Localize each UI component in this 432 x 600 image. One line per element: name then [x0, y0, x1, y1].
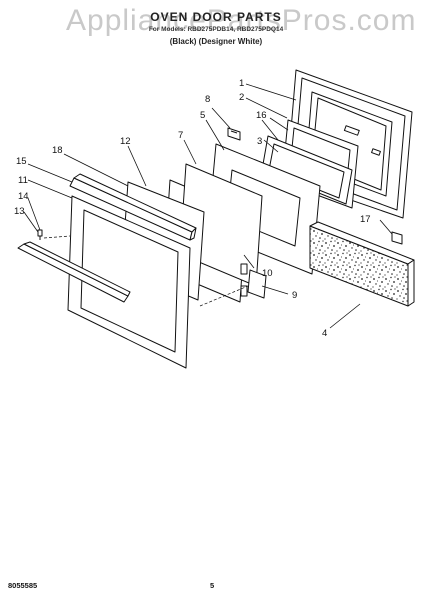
callout-14: 14 — [18, 191, 29, 202]
door-clip — [391, 231, 403, 245]
screw — [37, 229, 43, 240]
model-numbers: For Models: RBD275PDB14, RBD275PDQ14 — [148, 26, 284, 33]
callout-11: 11 — [18, 175, 28, 186]
page-title: OVEN DOOR PARTS — [150, 10, 282, 24]
hinge-bracket — [240, 263, 267, 299]
callout-2: 2 — [239, 92, 244, 103]
callout-13: 13 — [14, 206, 25, 217]
callout-1: 1 — [239, 78, 244, 89]
callout-16: 16 — [256, 110, 267, 121]
watermark: AppliancePartsPros.com — [66, 4, 417, 37]
callout-10: 10 — [262, 268, 273, 279]
callout-12: 12 — [120, 136, 131, 147]
lower-trim-strip — [17, 241, 131, 303]
alignment-lines — [43, 235, 249, 307]
leader-lines — [23, 83, 393, 329]
callout-17: 17 — [360, 214, 371, 225]
door-gasket — [261, 135, 353, 205]
insulation-block — [309, 221, 415, 307]
callout-8: 8 — [205, 94, 210, 105]
footer-document-number: 8055585 — [8, 581, 38, 590]
callout-labels: 1 2 3 4 5 7 8 9 10 11 12 13 14 15 16 17 … — [14, 78, 371, 339]
footer-page-number: 5 — [210, 581, 215, 590]
outer-door-frame — [67, 195, 191, 369]
callout-7: 7 — [178, 130, 183, 141]
color-variants: (Black) (Designer White) — [169, 37, 263, 46]
callout-3: 3 — [257, 136, 262, 147]
callout-9: 9 — [292, 290, 297, 301]
top-bracket — [227, 127, 241, 141]
callout-4: 4 — [322, 328, 327, 339]
callout-5: 5 — [200, 110, 205, 121]
door-handle — [69, 173, 197, 241]
callout-18: 18 — [52, 145, 63, 156]
callout-15: 15 — [16, 156, 27, 167]
